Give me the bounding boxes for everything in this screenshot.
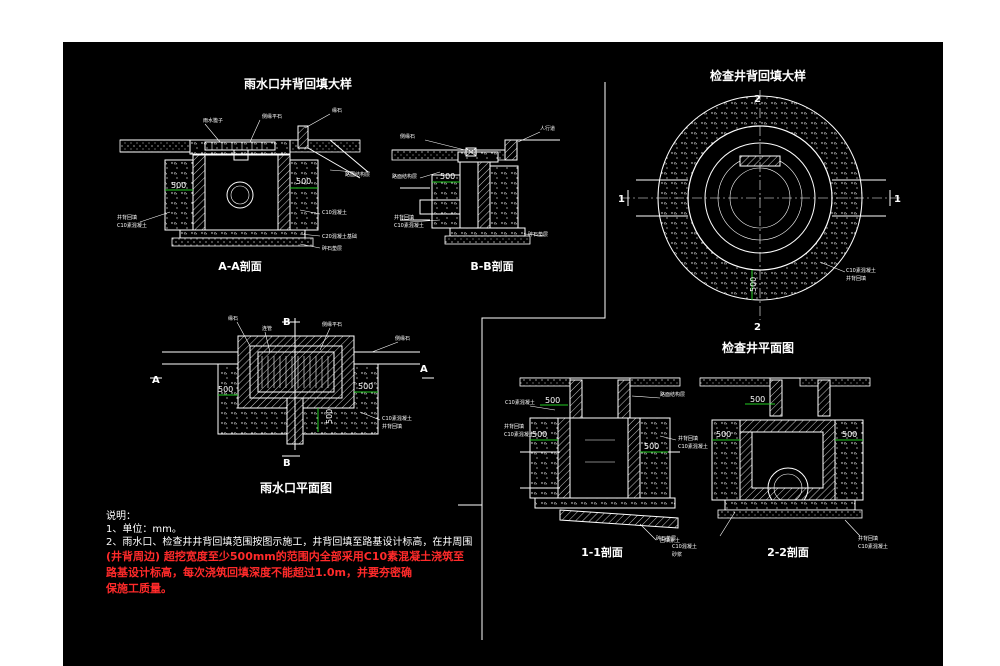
aa-label-c10: C10素混凝土 bbox=[117, 222, 147, 229]
aa-label-curb: 侧缘平石 bbox=[262, 113, 282, 120]
title-inlet-plan: 雨水口平面图 bbox=[260, 480, 332, 495]
aa-dim-left: 500 bbox=[171, 181, 186, 190]
circle-marker-1-right: 1 bbox=[894, 194, 901, 205]
s11-dim-left: 500 bbox=[532, 430, 547, 439]
bb-label-c10: C10素混凝土 bbox=[394, 222, 424, 229]
notes-block: 说明： 1、单位：mm。 2、雨水口、检查井井背回填范围按图示施工，井背回填至路… bbox=[106, 510, 486, 597]
notes-line-1: 1、单位：mm。 bbox=[106, 524, 182, 535]
aa-section-drawing: 500 500 bbox=[119, 113, 369, 249]
bb-section-drawing: 500 bbox=[391, 131, 560, 245]
s22-dim-top: 500 bbox=[750, 395, 765, 404]
plan-marker-b-bottom: B bbox=[283, 458, 291, 469]
s11-dim-right: 500 bbox=[644, 442, 659, 451]
aa-label-c20-base: C20混凝土基础 bbox=[322, 233, 357, 240]
notes-line-4: 路基设计标高，每次浇筑回填深度不能超过1.0m，并要夯密确 bbox=[106, 566, 412, 579]
s11-label-c10-concrete: C10混凝土 bbox=[672, 543, 697, 550]
bb-dim: 500 bbox=[440, 172, 455, 181]
title-manhole-plan: 检查井平面图 bbox=[722, 340, 794, 355]
notes-line-2: 2、雨水口、检查井井背回填范围按图示施工，井背回填至路基设计标高，在井周围 bbox=[106, 537, 473, 548]
s22-label-c10: C10素混凝土 bbox=[858, 543, 888, 550]
plan-label-curb: 侧缘石 bbox=[395, 335, 410, 342]
aa-label-gravel: 碎石垫层 bbox=[322, 245, 342, 252]
bb-label-back: 井背回填 bbox=[394, 214, 414, 221]
bb-label-curb: 侧缘石 bbox=[400, 133, 415, 140]
aa-label-stone: 缘石 bbox=[332, 107, 342, 114]
section-aa-caption: A-A剖面 bbox=[218, 259, 262, 273]
section-11-caption: 1-1剖面 bbox=[581, 545, 623, 559]
plan-dim-left: 500 bbox=[218, 385, 233, 394]
plan-label-outlet: 连管 bbox=[262, 325, 272, 332]
notes-line-3: (井背周边) 超挖宽度至少500mm的范围内全部采用C10素混凝土浇筑至 bbox=[106, 550, 465, 563]
circle-label-back: 井背回填 bbox=[846, 275, 866, 282]
s11-label-c10-fill: C10素混凝土 bbox=[504, 431, 534, 438]
s22-label-sand: 回填素土 bbox=[660, 537, 680, 544]
aa-dim-right: 500 bbox=[296, 177, 311, 186]
s22-dim-left: 500 bbox=[716, 430, 731, 439]
section-22-caption: 2-2剖面 bbox=[767, 545, 809, 559]
s11-dim-top: 500 bbox=[545, 396, 560, 405]
plan-marker-b-top: B bbox=[283, 317, 291, 328]
s11-label-road: 路面结构层 bbox=[660, 391, 685, 398]
notes-heading: 说明： bbox=[106, 511, 136, 522]
plan-label-c10: C10素混凝土 bbox=[382, 415, 412, 422]
s11-label-c10-right: C10素混凝土 bbox=[678, 443, 708, 450]
s11-label-gravel: 碎石垫层 bbox=[656, 535, 676, 542]
s11-label-mortar: 砂浆 bbox=[672, 551, 682, 558]
plan-label-flat-stone: 侧缘平石 bbox=[322, 321, 342, 328]
notes-line-5: 保施工质量。 bbox=[106, 582, 172, 595]
s22-section-drawing: 500 500 500 bbox=[699, 377, 871, 537]
manhole-backfill-drawing: 500 bbox=[620, 90, 900, 320]
title-inlet-backfill: 雨水口井背回填大样 bbox=[244, 76, 352, 91]
aa-label-c10-concrete: C10混凝土 bbox=[322, 209, 347, 216]
s11-section-drawing: 500 500 500 bbox=[519, 377, 681, 541]
circle-dim: 500 bbox=[749, 277, 758, 292]
aa-label-road-layer: 路面结构层 bbox=[345, 171, 370, 178]
plan-marker-a-left: A bbox=[152, 375, 160, 386]
panel-dividers bbox=[458, 82, 606, 640]
plan-dim-vertical: 500 bbox=[325, 409, 334, 424]
bb-label-gravel: 碎石垫层 bbox=[528, 231, 548, 238]
s11-label-c10: C10素混凝土 bbox=[505, 399, 535, 406]
plan-dim-right: 500 bbox=[358, 382, 373, 391]
circle-marker-2-bottom: 2 bbox=[754, 322, 761, 333]
circle-marker-2-top: 2 bbox=[754, 94, 761, 105]
section-bb-caption: B-B剖面 bbox=[470, 259, 513, 273]
aa-label-back: 井背回填 bbox=[117, 214, 137, 221]
s11-label-back: 井背回填 bbox=[504, 423, 524, 430]
s22-dim-right: 500 bbox=[842, 430, 857, 439]
bb-label-sidewalk: 人行道 bbox=[540, 125, 555, 132]
inlet-plan-drawing: 500 500 500 bbox=[150, 318, 434, 457]
plan-marker-a-right: A bbox=[420, 364, 428, 375]
plan-label-grate: 缘石 bbox=[228, 315, 238, 322]
title-manhole-backfill: 检查井背回填大样 bbox=[710, 68, 806, 83]
s11-label-back-right: 井背回填 bbox=[678, 435, 698, 442]
circle-marker-1-left: 1 bbox=[618, 194, 625, 205]
circle-label-c10: C10素混凝土 bbox=[846, 267, 876, 274]
aa-label-grate: 雨水篦子 bbox=[203, 117, 223, 124]
plan-label-back: 井背回填 bbox=[382, 423, 402, 430]
bb-label-road: 路面结构层 bbox=[392, 173, 417, 180]
s22-label-back: 井背回填 bbox=[858, 535, 878, 542]
